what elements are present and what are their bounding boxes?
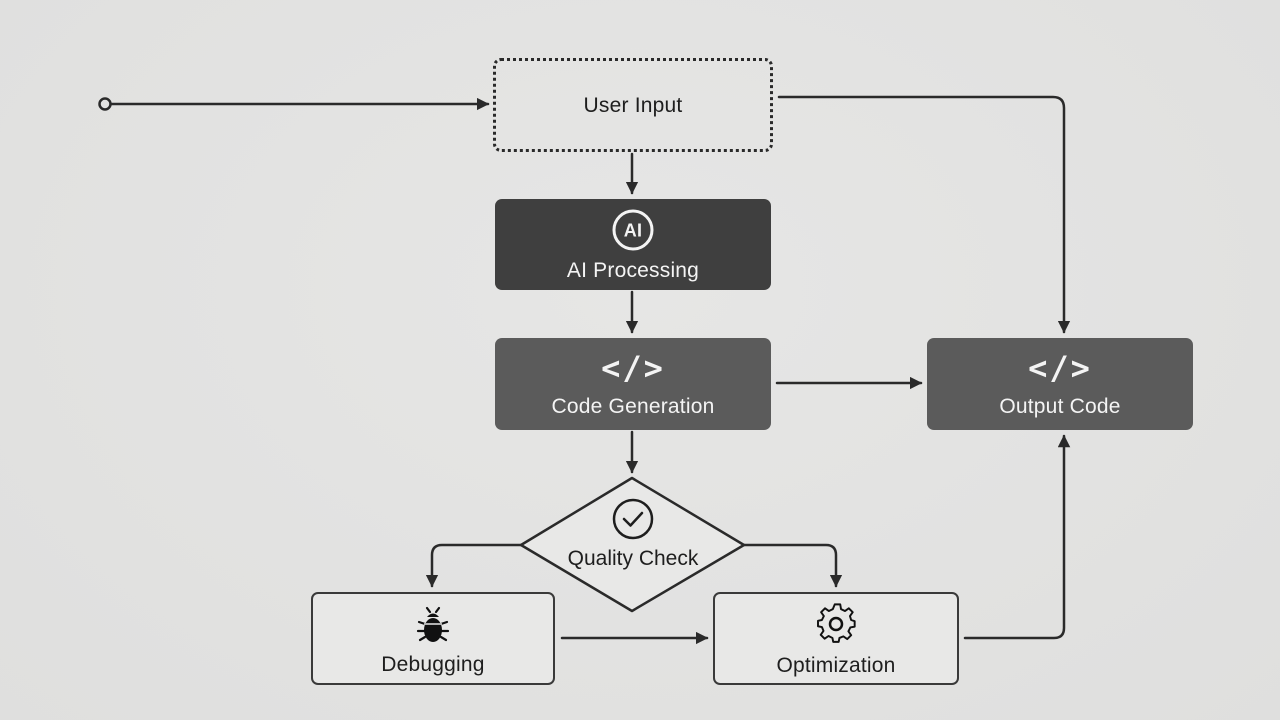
debugging-node[interactable]: Debugging [311,592,555,685]
quality-check-label[interactable]: Quality Check [567,547,699,570]
ai-badge-icon: AI [612,209,654,251]
ai-badge-text: AI [624,221,642,241]
connector-optimization-to-output [963,434,1071,640]
user-input-label: User Input [583,93,683,117]
optimization-label: Optimization [776,654,896,677]
code-brackets-icon: </> [601,348,665,387]
ai-processing-label: AI Processing [566,259,700,282]
code-generation-node[interactable]: </> Code Generation [495,338,771,430]
output-code-node[interactable]: </> Output Code [927,338,1193,430]
quality-check-diamond [519,476,746,613]
start-point [98,97,112,111]
output-code-label: Output Code [999,394,1121,418]
code-generation-label: Code Generation [551,394,715,418]
checkmark-circle-icon [612,498,654,540]
connector-input-to-output [777,95,1071,334]
debugging-label: Debugging [381,653,485,676]
optimization-node[interactable]: Optimization [713,592,959,685]
bug-icon [416,606,450,642]
connector-quality-to-debugging [425,543,523,588]
ai-processing-node[interactable]: AI AI Processing [495,199,771,290]
user-input-node[interactable]: User Input [493,58,773,152]
code-brackets-icon: </> [1028,348,1092,387]
gear-icon [817,603,856,643]
connector-quality-to-optimization [742,543,843,588]
